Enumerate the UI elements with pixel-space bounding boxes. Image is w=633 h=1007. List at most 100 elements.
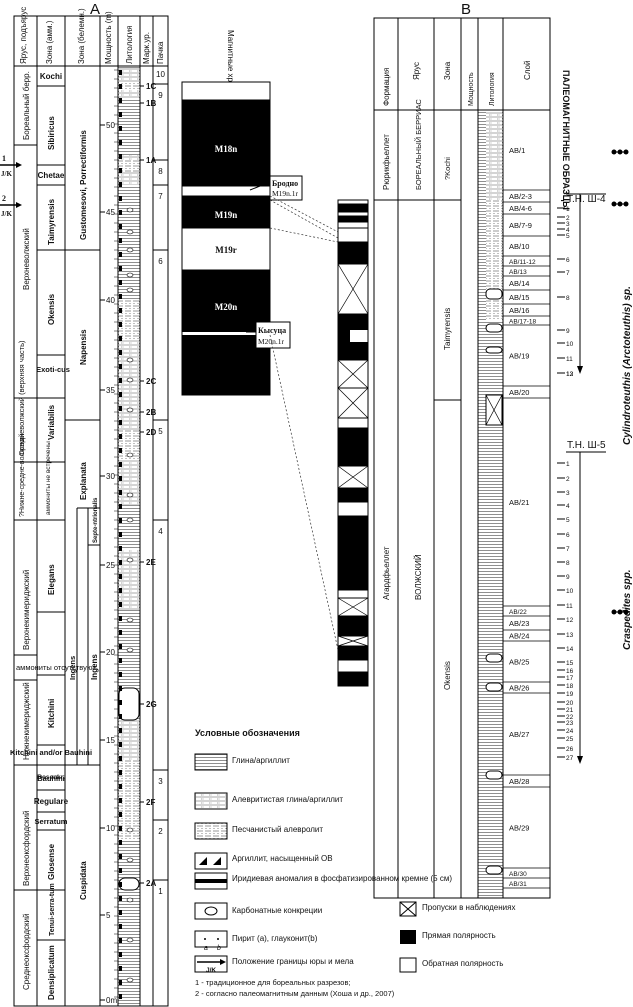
sample2-11: 12 xyxy=(566,617,574,624)
legend-note-1: 2 - согласно палеомагнитным данным (Хоша… xyxy=(195,989,395,998)
formation-1: Агардфьеллет xyxy=(382,546,391,600)
point-sh4: Т.Н. Ш-4 xyxy=(567,194,606,205)
amm-zone-15: Glosense xyxy=(47,843,56,880)
sample1-5: 6 xyxy=(566,257,570,264)
bel-zone-4: Ingens xyxy=(68,656,77,680)
header-b-3: Мощность xyxy=(468,72,475,106)
stage-a-2: Средневолжский (верхняя часть) xyxy=(17,340,26,456)
depth-label-6: 20 xyxy=(106,648,115,657)
sample2-17: 18 xyxy=(566,683,574,690)
layer-11: AB/19 xyxy=(509,352,529,361)
callout-kysuca: Кысуца xyxy=(258,326,286,335)
sample2-22: 23 xyxy=(566,720,574,727)
layer-1: AB/2-3 xyxy=(509,192,532,201)
callout-brodno: Бродно xyxy=(272,179,298,188)
layer-23: AB/31 xyxy=(509,881,527,888)
layer-8: AB/15 xyxy=(509,293,529,302)
layer-14: AB/22 xyxy=(509,609,527,616)
mid-polarity-normal xyxy=(338,562,368,590)
sample-ticks: 1234567891011121312345678910111213141516… xyxy=(557,193,606,764)
zone-b-1: Taimyrensis xyxy=(443,308,452,350)
mid-polarity-normal xyxy=(338,428,368,466)
amm-zone-13: Regulare xyxy=(34,797,69,806)
amm-zone-12: Rosenkr. xyxy=(37,774,65,781)
taxon-0: Cylindroteuthis (Arctoteuthis) sp. xyxy=(622,286,633,445)
marker-6: 2E xyxy=(146,558,156,567)
layer-4: AB/10 xyxy=(509,242,529,251)
bel-zone-3: Septe-ntrionalis xyxy=(93,497,99,543)
marker-3: 2C xyxy=(146,377,156,386)
bed-9: 1 xyxy=(158,887,163,896)
amm-zone-16: Tenui-serra-tum xyxy=(49,883,56,936)
sample2-15: 16 xyxy=(566,668,574,675)
marker-7: 2G xyxy=(146,700,157,709)
bel-zone-0: Gustomesovi, Porrectiformis xyxy=(79,130,88,240)
layer-3: AB/7-9 xyxy=(509,221,532,230)
mid-polarity-reversed xyxy=(337,589,369,599)
amm-zone-2: Chetae xyxy=(38,171,65,180)
mag-header: Магнитные хроны xyxy=(226,30,235,97)
layer-10: AB/17-18 xyxy=(509,319,536,326)
legend-item-4-text: Иридиевая аномалия в фосфатизированном к… xyxy=(232,874,452,883)
sample2-5: 6 xyxy=(566,532,570,539)
stage-a-5: аммониты отсутствуют xyxy=(16,663,96,672)
mid-polarity-reversed xyxy=(337,221,369,229)
header-a-2: Зона (белемн.) xyxy=(77,8,86,64)
legend-item-0: Глина/аргиллит xyxy=(232,756,290,765)
chron-m19r: M19r xyxy=(215,245,237,255)
legend-item-1: Алевритистая глина/аргиллит xyxy=(232,795,343,804)
amm-zone-3: Taimyrensis xyxy=(47,198,56,245)
marker-2: 1A xyxy=(146,156,156,165)
sample2-0: 1 xyxy=(566,461,570,468)
sample2-19: 20 xyxy=(566,700,574,707)
amm-zone-17: Densiplicatum xyxy=(47,945,56,1000)
stage-a-0: Бореальный берр. xyxy=(22,71,31,140)
sample1-2: 3 xyxy=(566,221,570,228)
formation-0: Рюрикфьеллет xyxy=(382,134,391,190)
layer-5: AB/11-12 xyxy=(509,259,536,266)
stage-a-3: ?Нижне-средне-волжский xyxy=(18,433,26,517)
stage-a-4: Верхнекимериджский xyxy=(22,570,31,650)
legend-note-0: 1 - традиционное для бореальных разрезов… xyxy=(195,978,351,987)
layer-13: AB/21 xyxy=(509,498,529,507)
depth-label-9: 5 xyxy=(106,911,111,920)
stage-b-0: БОРЕАЛЬНЫЙ БЕРРИАС xyxy=(414,99,423,190)
polarity-column-middle xyxy=(337,199,369,687)
layer-9: AB/16 xyxy=(509,306,529,315)
header-b-2: Зона xyxy=(443,61,452,80)
mid-polarity-normal xyxy=(338,488,368,502)
zone-b-2: Okensis xyxy=(443,661,452,690)
legend-item-5: Карбонатные конкреции xyxy=(232,906,322,915)
mid-polarity-normal xyxy=(338,204,368,212)
chron-m19n: M19n xyxy=(215,210,238,220)
bed-0: 10 xyxy=(156,70,165,79)
sample2-18: 19 xyxy=(566,691,574,698)
amm-zone-4: Okensis xyxy=(47,293,56,325)
layer-list: AB/1AB/2-3AB/4-6AB/7-9AB/10AB/11-12AB/13… xyxy=(503,146,550,889)
layer-20: AB/28 xyxy=(509,777,529,786)
amm-zone-11: Bauhini xyxy=(37,774,65,783)
callout-brodno-sub: M19n.1r xyxy=(272,189,299,198)
amm-zone-9: Kitchini xyxy=(47,699,56,728)
mid-polarity-normal xyxy=(338,314,368,326)
legend-title: Условные обозначения xyxy=(195,728,300,738)
stage-b-1: ВОЛЖСКИЙ xyxy=(414,554,423,600)
bed-5: 5 xyxy=(158,427,163,436)
jk-label-1: 1 xyxy=(2,154,6,163)
amm-zone-10: Kitchini and/or Bauhini xyxy=(10,748,92,757)
jk-label-2: 2 xyxy=(2,194,6,203)
layer-21: AB/29 xyxy=(509,824,529,833)
panel-b-label: B xyxy=(461,1,471,18)
mid-polarity-reversed xyxy=(337,659,369,673)
amm-zone-8: Elegans xyxy=(47,564,56,595)
mid-polarity-normal xyxy=(338,646,368,660)
stage-a-1: Верхневолжский xyxy=(22,228,31,290)
marker-1: 1B xyxy=(146,99,156,108)
layer-17: AB/25 xyxy=(509,658,529,667)
zone-b-0: ?Kochi xyxy=(443,157,452,180)
header-b-5: Слой xyxy=(523,61,532,80)
layer-12: AB/20 xyxy=(509,388,529,397)
jk-boundary-arrows: 1 J/K 2 J/K xyxy=(0,154,22,218)
sample1-4: 5 xyxy=(566,233,570,240)
